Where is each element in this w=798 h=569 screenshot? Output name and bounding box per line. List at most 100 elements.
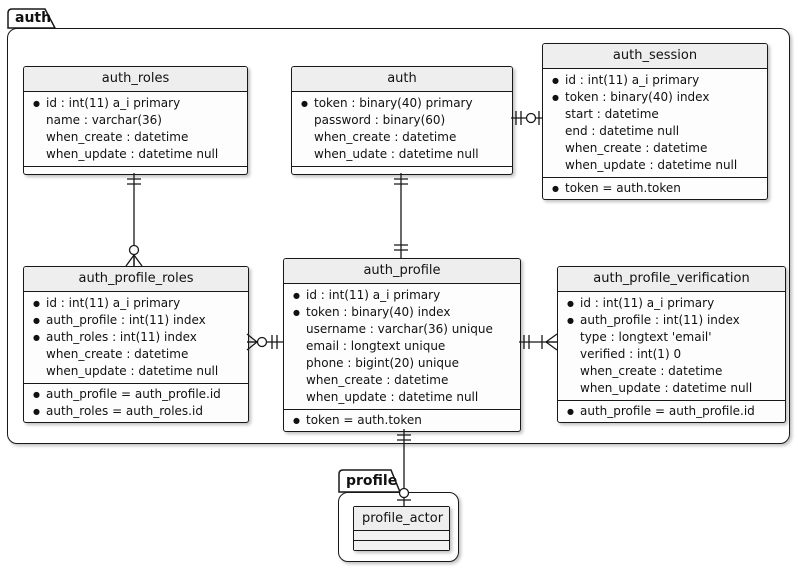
key-bullet-icon: ● <box>33 99 40 108</box>
entity-title: auth_session <box>543 44 767 69</box>
constraint-row: ● auth_roles = auth_roles.id <box>24 403 244 420</box>
field-text: id : int(11) a_i primary <box>46 96 181 110</box>
constraint-row: ●auth_profile = auth_profile.id <box>558 403 781 420</box>
constraint-text: token = auth.token <box>565 181 681 195</box>
entity-title: profile_actor <box>354 507 449 531</box>
field-row: username : varchar(36) unique <box>284 321 516 338</box>
constraint-text: token = auth.token <box>306 413 422 427</box>
key-bullet-icon: ● <box>33 316 40 325</box>
entity-footer-empty <box>24 166 247 174</box>
key-bullet-icon: ● <box>567 407 574 416</box>
entity-fields: ● id : int(11) a_i primary name : varchar… <box>24 92 247 166</box>
field-text: when_create : datetime <box>314 130 457 144</box>
field-row: ● auth_profile : int(11) index <box>24 312 244 329</box>
field-text: when_create : datetime <box>565 141 708 155</box>
entity-constraints: ● token = auth.token <box>543 177 767 199</box>
entity-fields: ● id : int(11) a_i primary ● auth_profile … <box>24 292 248 383</box>
constraint-row: ● token = auth.token <box>543 180 763 197</box>
entity-title: auth_profile <box>284 259 520 284</box>
field-row: ● id : int(11) a_i primary <box>24 295 244 312</box>
field-row: when_create : datetime <box>284 372 516 389</box>
entity-fields: ● token : binary(40) primary password : b… <box>292 92 512 166</box>
package-profile-label: profile <box>346 473 398 489</box>
field-row: when_update : datetime null <box>558 380 781 397</box>
field-text: id : int(11) a_i primary <box>580 296 715 310</box>
field-text: when_update : datetime null <box>46 364 219 378</box>
field-row: phone : bigint(20) unique <box>284 355 516 372</box>
key-bullet-icon: ● <box>293 291 300 300</box>
key-bullet-icon: ● <box>552 184 559 193</box>
key-bullet-icon: ● <box>33 333 40 342</box>
key-bullet-icon: ● <box>293 416 300 425</box>
field-row: verified : int(1) 0 <box>558 346 781 363</box>
field-text: token : binary(40) primary <box>314 96 473 110</box>
field-text: when_udate : datetime null <box>314 147 479 161</box>
field-row: ●id : int(11) a_i primary <box>543 72 763 89</box>
entity-title: auth_profile_roles <box>24 267 248 292</box>
field-row: when_create : datetime <box>292 129 508 146</box>
empty-row <box>354 531 449 540</box>
entity-fields: ●id : int(11) a_i primary ●token : binar… <box>543 69 767 177</box>
entity-title: auth_profile_verification <box>558 267 785 292</box>
field-text: username : varchar(36) unique <box>306 322 493 336</box>
field-row: ● token : binary(40) primary <box>292 95 508 112</box>
entity-constraints: ●auth_profile = auth_profile.id <box>558 400 785 422</box>
field-text: token : binary(40) index <box>306 305 451 319</box>
entity-title: auth_roles <box>24 67 247 92</box>
key-bullet-icon: ● <box>567 316 574 325</box>
field-row: ● auth_roles : int(11) index <box>24 329 244 346</box>
entity-auth-session: auth_session ●id : int(11) a_i primary ●… <box>542 43 768 200</box>
field-text: id : int(11) a_i primary <box>46 296 181 310</box>
entity-constraints: ● token = auth.token <box>284 409 520 431</box>
field-text: when_update : datetime null <box>565 158 738 172</box>
entity-auth-roles: auth_roles ● id : int(11) a_i primary nam… <box>23 66 248 175</box>
field-text: when_update : datetime null <box>46 147 219 161</box>
key-bullet-icon: ● <box>567 299 574 308</box>
field-row: when_create : datetime <box>24 346 244 363</box>
field-text: password : binary(60) <box>314 113 446 127</box>
field-text: id : int(11) a_i primary <box>565 73 700 87</box>
constraint-text: auth_roles = auth_roles.id <box>46 404 203 418</box>
field-row: type : longtext 'email' <box>558 329 781 346</box>
entity-auth: auth ●token : binary(40) primary passwor… <box>291 66 513 175</box>
field-text: auth_profile : int(11) index <box>46 313 206 327</box>
field-text: auth_roles : int(11) index <box>46 330 197 344</box>
field-row: when_update : datetime null <box>284 389 516 406</box>
field-row: ● auth_profile : int(11) index <box>558 312 781 329</box>
field-row: when_update : datetime null <box>24 146 243 163</box>
field-text: when_create : datetime <box>580 364 723 378</box>
field-text: when_create : datetime <box>306 373 449 387</box>
entity-profile-actor: profile_actor <box>353 506 450 551</box>
field-text: auth_profile : int(11) index <box>580 313 740 327</box>
field-row: email : longtext unique <box>284 338 516 355</box>
field-text: when_create : datetime <box>46 347 189 361</box>
field-row: when_create : datetime <box>543 140 763 157</box>
field-text: email : longtext unique <box>306 339 446 353</box>
entity-auth-profile-verification: auth_profile_verification ● id : int(11) … <box>557 266 786 423</box>
entity-constraints: ● auth_profile = auth_profile.id ● auth_ro… <box>24 383 248 422</box>
key-bullet-icon: ● <box>33 407 40 416</box>
constraint-row: ● token = auth.token <box>284 412 516 429</box>
field-row: ●token : binary(40) index <box>543 89 763 106</box>
field-row: ● id : int(11) a_i primary <box>24 95 243 112</box>
field-row: when_create : datetime <box>24 129 243 146</box>
field-row: when_update : datetime null <box>24 363 244 380</box>
entity-fields: ● id : int(11) a_i primary ● auth_profile … <box>558 292 785 400</box>
empty-row <box>354 540 449 550</box>
key-bullet-icon: ● <box>552 93 559 102</box>
field-row: when_udate : datetime null <box>292 146 508 163</box>
key-bullet-icon: ● <box>301 99 308 108</box>
field-text: when_update : datetime null <box>306 390 479 404</box>
field-text: verified : int(1) 0 <box>580 347 682 361</box>
key-bullet-icon: ● <box>33 390 40 399</box>
field-text: id : int(11) a_i primary <box>306 288 441 302</box>
field-text: start : datetime <box>565 107 659 121</box>
key-bullet-icon: ● <box>33 299 40 308</box>
constraint-text: auth_profile = auth_profile.id <box>46 387 221 401</box>
field-text: name : varchar(36) <box>46 113 162 127</box>
field-row: when_update : datetime null <box>543 157 763 174</box>
field-row: name : varchar(36) <box>24 112 243 129</box>
entity-auth-profile-roles: auth_profile_roles ● id : int(11) a_i pri… <box>23 266 249 423</box>
key-bullet-icon: ● <box>293 308 300 317</box>
